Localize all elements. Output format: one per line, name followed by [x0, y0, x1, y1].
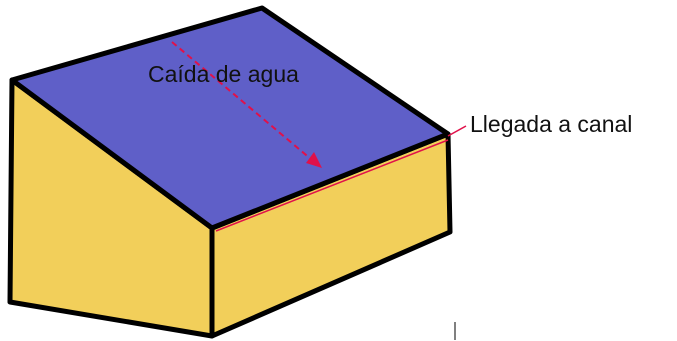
gutter-edge-line [215, 139, 449, 232]
gutter-arrival-label: Llegada a canal [470, 111, 632, 137]
gutter-leader-line [447, 125, 467, 137]
arrow-down-right-icon [171, 41, 322, 168]
roof-top-face [9, 5, 451, 231]
water-fall-label: Caída de agua [148, 61, 299, 87]
